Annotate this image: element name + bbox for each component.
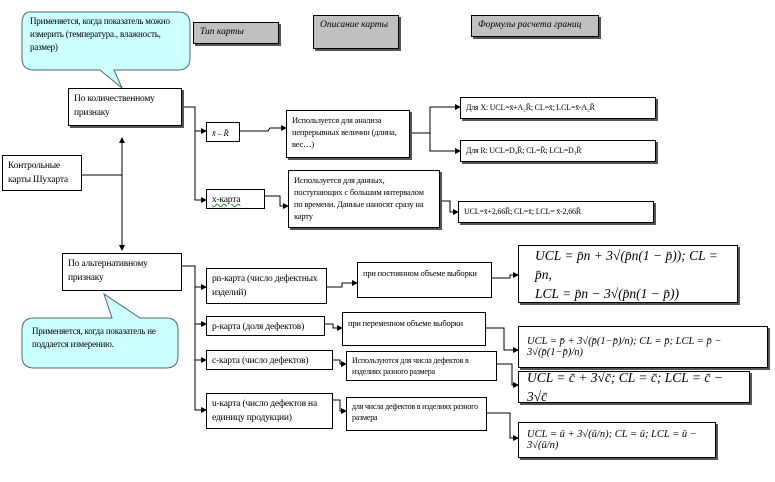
formula-p: UCL = p̄ + 3√(p̄(1−p̄)/n); CL = p̄; LCL … [518, 326, 768, 368]
branch-quantitative: По количественному признаку [68, 88, 182, 126]
header-chart-description: Описание карты [313, 15, 399, 49]
chart-type-x-card-label: x-карта [212, 195, 241, 205]
formula-r: Для R: UCL=D₄R̄; CL=R̄; LCL=D₃R̄ [460, 140, 656, 162]
root-shewhart-charts: Контрольные карты Шухарта [2, 155, 82, 191]
formula-x: Для X: UCL=x̄+A₂R̄; CL=x̄; LCL=x̄-A₂R̄ [460, 97, 656, 119]
header-boundary-formulas: Формулы расчета границ [471, 15, 599, 37]
formula-pn-line-2: LCL = p̄n − 3√(p̄n(1 − p̄)) [535, 285, 679, 301]
chart-type-c: c-карта (число дефектов) [206, 350, 333, 370]
header-chart-type: Тип карты [193, 22, 279, 44]
chart-type-u: u-карта (число дефектов на единицу проду… [206, 393, 333, 429]
chart-type-p: p-карта (доля дефектов) [206, 316, 325, 336]
branch-alternative: По альтернативному признаку [62, 253, 182, 291]
chart-type-x-card: x-карта [206, 189, 265, 209]
formula-pn: UCL = p̄n + 3√(p̄n(1 − p̄)); CL = p̄n, L… [518, 245, 738, 303]
description-u: для числа дефектов в изделиях разного ра… [346, 397, 487, 431]
description-xbar-r: Используется для анализа непрерывных вел… [286, 110, 410, 158]
callout-not-measurable: Применяется, когда показатель не поддает… [32, 326, 156, 349]
callout-top-shape [21, 11, 191, 89]
description-pn: при постоянном объеме выборки [357, 262, 492, 298]
formula-x-card: UCL=x̄+2,66R̄; CL=x̄; LCL= x̄-2,66R̄ [458, 201, 654, 223]
formula-pn-line-1: UCL = p̄n + 3√(p̄n(1 − p̄)); CL = p̄n, [535, 247, 718, 282]
description-c: Используются для числа дефектов в издели… [346, 351, 497, 381]
callout-bottom-shape [21, 292, 179, 369]
description-x-card: Используется для данных, поступающих с б… [288, 170, 440, 228]
formula-u: UCL = ū + 3√(ū/n); CL = ū; LCL = ū − 3√(… [518, 422, 716, 458]
callout-measurable: Применяется, когда показатель можно изме… [30, 16, 170, 52]
formula-c: UCL = c̄ + 3√c̄; CL = c̄; LCL = c̄ − 3√c… [518, 370, 750, 404]
description-p: при переменном объеме выборки [342, 312, 486, 346]
chart-type-xbar-r: x̄ – R̄ [206, 122, 240, 142]
chart-type-pn: pn-карта (число дефектных изделий) [206, 268, 327, 304]
